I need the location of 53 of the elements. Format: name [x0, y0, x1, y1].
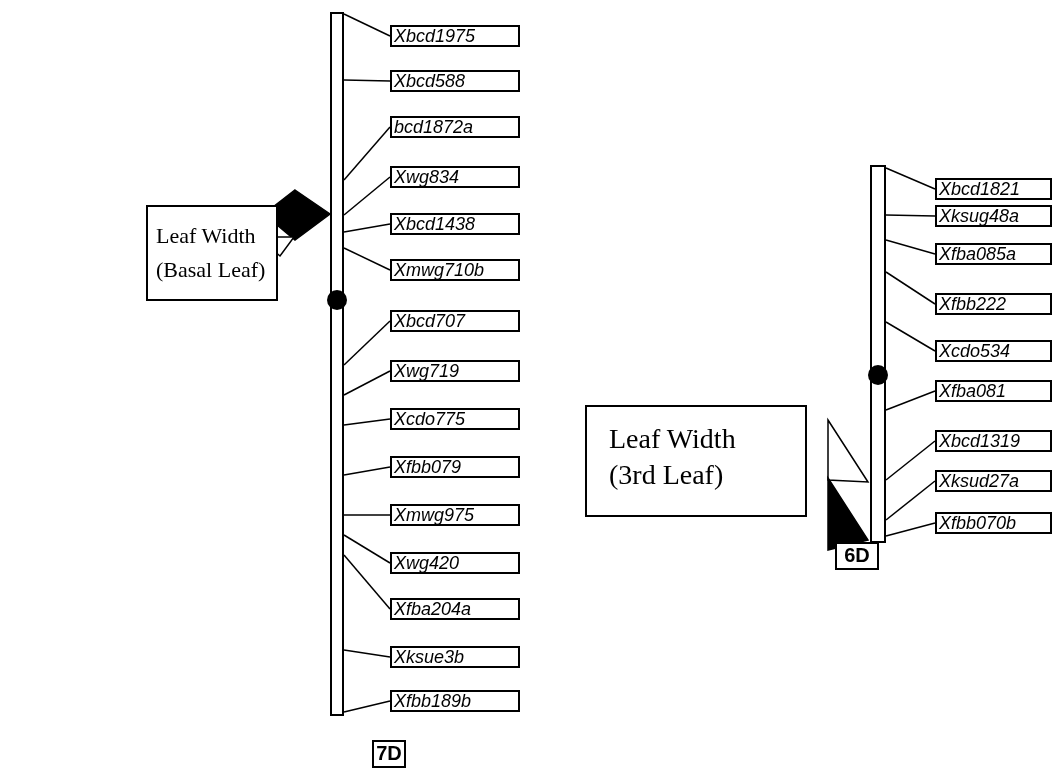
leader-line	[343, 649, 391, 658]
leader-line	[343, 13, 391, 37]
chromosome-bar	[330, 12, 344, 716]
leader-line	[885, 271, 936, 305]
marker-label: Xmwg710b	[390, 259, 520, 281]
leader-line	[343, 514, 391, 516]
marker-label: bcd1872a	[390, 116, 520, 138]
marker-label: Xwg719	[390, 360, 520, 382]
leader-line	[343, 554, 391, 610]
marker-label: Xfbb222	[935, 293, 1052, 315]
chromosome-label: 6D	[835, 542, 879, 570]
leader-line	[885, 480, 936, 521]
marker-label: Xksug48a	[935, 205, 1052, 227]
marker-label: Xbcd1821	[935, 178, 1052, 200]
leader-line	[343, 700, 391, 713]
marker-label: Xfbb070b	[935, 512, 1052, 534]
leader-line	[343, 370, 391, 396]
leader-line	[343, 418, 391, 426]
marker-label: Xfba204a	[390, 598, 520, 620]
leader-line	[885, 390, 936, 411]
marker-label: Xmwg975	[390, 504, 520, 526]
marker-label: Xbcd707	[390, 310, 520, 332]
leader-line	[885, 239, 936, 255]
marker-label: Xksue3b	[390, 646, 520, 668]
leader-line	[885, 167, 936, 190]
leader-line	[343, 534, 391, 564]
marker-label: Xwg834	[390, 166, 520, 188]
marker-label: Xksud27a	[935, 470, 1052, 492]
leader-line	[343, 176, 391, 216]
marker-label: Xbcd1438	[390, 213, 520, 235]
leader-line	[343, 223, 391, 233]
marker-label: Xfbb189b	[390, 690, 520, 712]
chromosome-label: 7D	[372, 740, 406, 768]
marker-label: Xbcd588	[390, 70, 520, 92]
leader-line	[343, 247, 391, 271]
marker-label: Xcdo775	[390, 408, 520, 430]
trait-label: Leaf Width (Basal Leaf)	[146, 205, 278, 301]
marker-label: Xbcd1975	[390, 25, 520, 47]
leader-line	[343, 466, 391, 476]
marker-label: Xwg420	[390, 552, 520, 574]
marker-label: Xcdo534	[935, 340, 1052, 362]
leader-line	[885, 214, 936, 217]
trait-label: Leaf Width (3rd Leaf)	[585, 405, 807, 517]
leader-line	[343, 320, 391, 366]
marker-label: Xfba081	[935, 380, 1052, 402]
leader-line	[343, 79, 391, 82]
leader-line	[885, 321, 936, 352]
marker-label: Xfbb079	[390, 456, 520, 478]
marker-label: Xfba085a	[935, 243, 1052, 265]
leader-line	[885, 522, 936, 537]
marker-label: Xbcd1319	[935, 430, 1052, 452]
leader-line	[343, 126, 391, 181]
leader-line	[885, 440, 936, 481]
